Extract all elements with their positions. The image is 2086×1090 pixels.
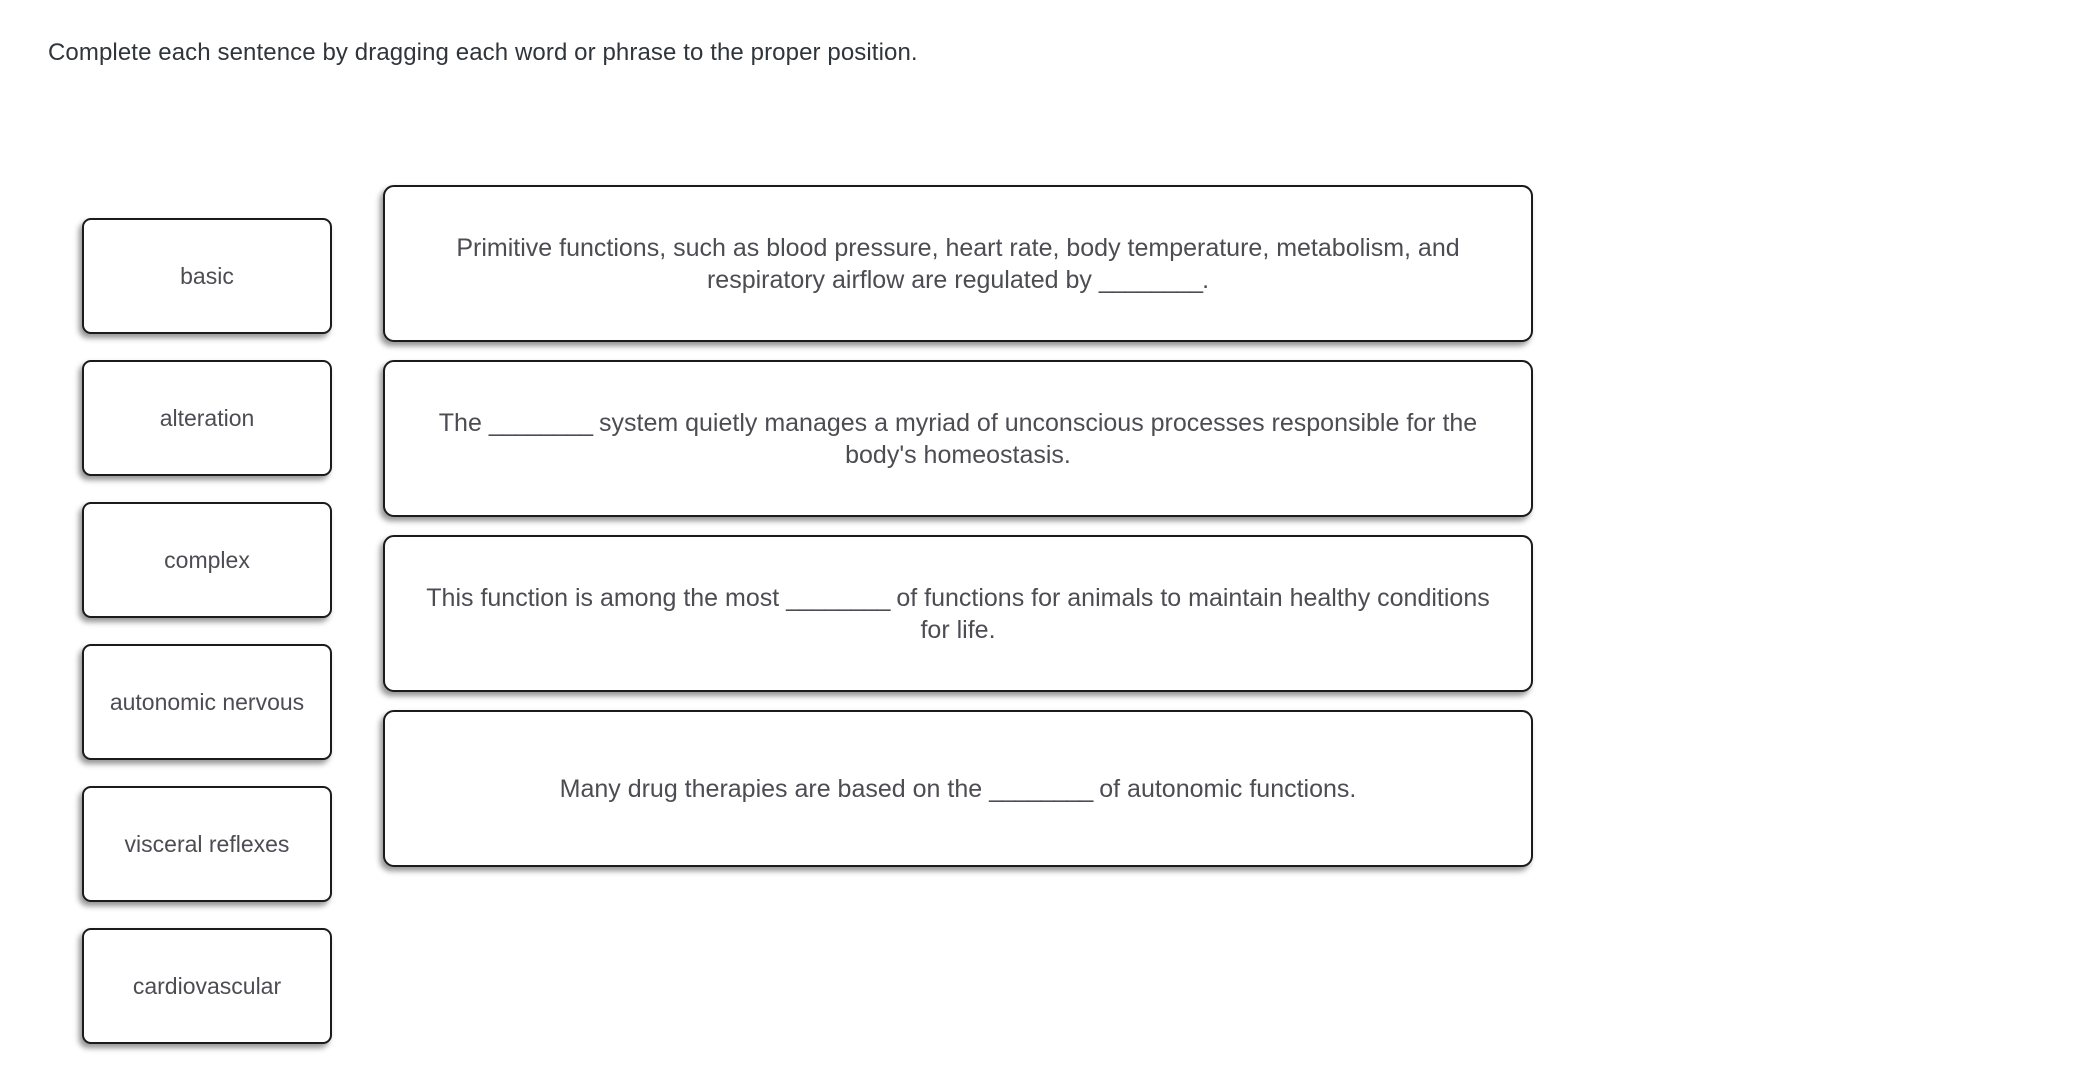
sentence-drop-target-1[interactable]: Primitive functions, such as blood press…	[383, 185, 1533, 342]
word-tile-label: autonomic nervous	[109, 689, 305, 715]
sentence-blank[interactable]: ________	[1098, 265, 1203, 294]
word-tile-label: cardiovascular	[132, 973, 282, 999]
word-tile-basic[interactable]: basic	[82, 218, 332, 334]
sentence-text-after: of functions for animals to maintain hea…	[889, 583, 1490, 644]
sentence-list: Primitive functions, such as blood press…	[383, 185, 1533, 885]
sentence-blank[interactable]: ________	[989, 774, 1093, 803]
word-tile-label: visceral reflexes	[124, 831, 290, 857]
word-bank: basic alteration complex autonomic nervo…	[82, 218, 332, 1070]
word-tile-visceral-reflexes[interactable]: visceral reflexes	[82, 786, 332, 902]
word-tile-label: complex	[164, 547, 250, 573]
instruction-text: Complete each sentence by dragging each …	[48, 39, 918, 66]
sentence-blank[interactable]: ________	[786, 583, 890, 612]
sentence-text-before: Primitive functions, such as blood press…	[456, 233, 1460, 294]
sentence-text-1: Primitive functions, such as blood press…	[425, 232, 1491, 296]
sentence-text-after: system quietly manages a myriad of uncon…	[592, 408, 1478, 469]
word-tile-autonomic-nervous[interactable]: autonomic nervous	[82, 644, 332, 760]
word-tile-label: alteration	[159, 405, 255, 431]
word-tile-complex[interactable]: complex	[82, 502, 332, 618]
sentence-text-after: .	[1202, 265, 1210, 294]
sentence-drop-target-3[interactable]: This function is among the most ________…	[383, 535, 1533, 692]
sentence-drop-target-4[interactable]: Many drug therapies are based on the ___…	[383, 710, 1533, 867]
sentence-text-before: Many drug therapies are based on the	[559, 774, 990, 803]
word-tile-label: basic	[180, 263, 234, 289]
sentence-text-after: of autonomic functions.	[1092, 774, 1357, 803]
sentence-text-3: This function is among the most ________…	[425, 582, 1491, 646]
sentence-text-before: This function is among the most	[426, 583, 787, 612]
sentence-text-before: The	[438, 408, 489, 437]
sentence-text-4: Many drug therapies are based on the ___…	[425, 773, 1491, 805]
word-tile-alteration[interactable]: alteration	[82, 360, 332, 476]
sentence-text-2: The ________ system quietly manages a my…	[425, 407, 1491, 471]
sentence-blank[interactable]: ________	[488, 408, 593, 437]
word-tile-cardiovascular[interactable]: cardiovascular	[82, 928, 332, 1044]
sentence-drop-target-2[interactable]: The ________ system quietly manages a my…	[383, 360, 1533, 517]
